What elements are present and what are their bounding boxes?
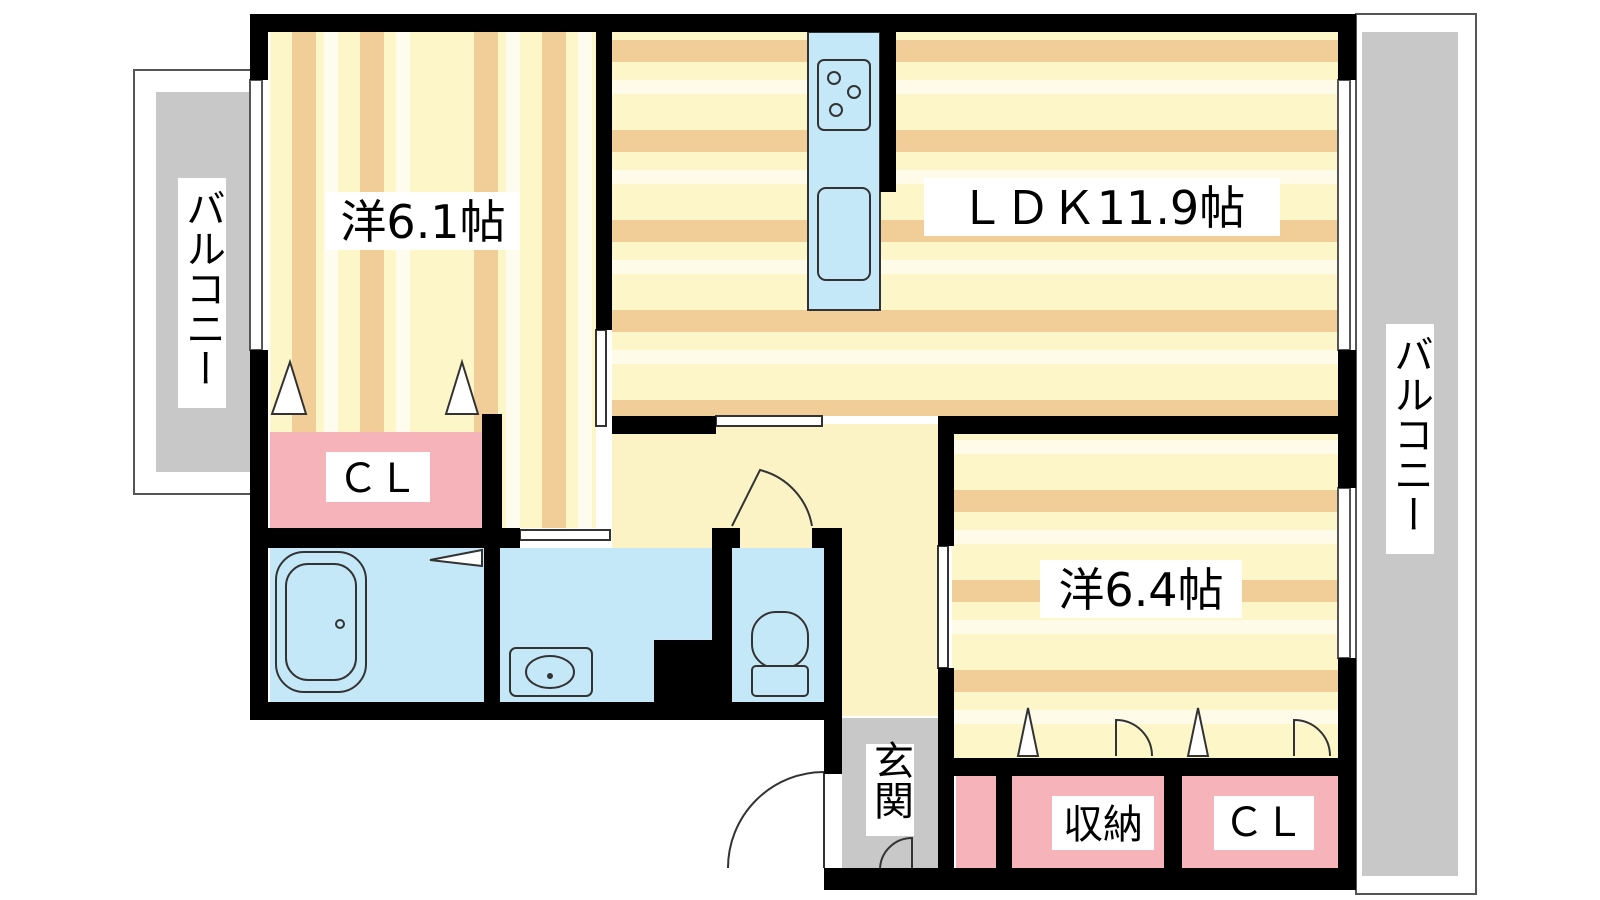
western-room-2-label: 洋6.4帖 bbox=[1058, 563, 1223, 617]
balcony-right-label: バルコニー bbox=[1387, 334, 1433, 534]
bathtub-icon bbox=[275, 551, 367, 693]
balcony-left-label: バルコニー bbox=[179, 188, 225, 388]
bath-faucet-icon bbox=[429, 548, 483, 568]
closet-door-icons bbox=[270, 358, 1210, 757]
closet-1-label: ＣＬ bbox=[338, 456, 418, 502]
sliding-door-icons bbox=[519, 329, 949, 669]
swing-door-icons bbox=[727, 468, 1331, 871]
entrance-label: 玄関 bbox=[867, 740, 913, 820]
washbasin-icon bbox=[509, 647, 593, 697]
room-labels: 洋6.1帖 ＬＤＫ11.9帖 洋6.4帖 ＣＬ 収納 ＣＬ 玄関 バルコニー バ… bbox=[178, 178, 1434, 850]
toilet-icon bbox=[751, 611, 809, 697]
stove-icon bbox=[817, 59, 871, 131]
closet-2-label: ＣＬ bbox=[1224, 800, 1304, 846]
closet-small-floor bbox=[956, 776, 996, 872]
western-room-1-label: 洋6.1帖 bbox=[340, 195, 505, 249]
balcony-left bbox=[133, 69, 255, 495]
kitchen-sink-icon bbox=[817, 187, 871, 281]
walls bbox=[250, 14, 1356, 890]
ldk-label: ＬＤＫ11.9帖 bbox=[959, 181, 1245, 235]
storage-label: 収納 bbox=[1063, 802, 1143, 848]
